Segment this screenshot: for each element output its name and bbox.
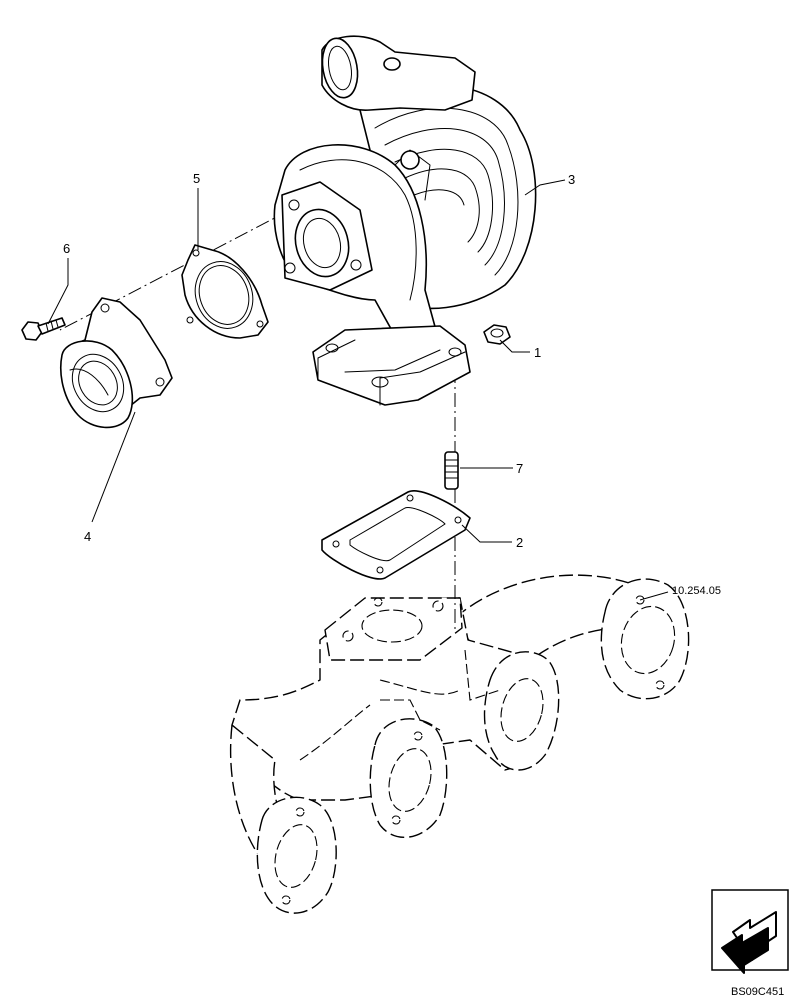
- stud: [444, 451, 459, 490]
- arrow-down-left-icon[interactable]: [711, 889, 789, 974]
- callout-7: 7: [516, 461, 523, 476]
- turbocharger-assembly: [273, 35, 537, 406]
- callout-3: 3: [568, 172, 575, 187]
- callout-2: 2: [516, 535, 523, 550]
- exhaust-manifold-phantom: [229, 574, 690, 914]
- flange-bolt: [21, 317, 66, 341]
- callout-4: 4: [84, 529, 91, 544]
- exhaust-elbow: [59, 297, 173, 429]
- nut: [483, 324, 511, 345]
- manifold-gasket: [321, 490, 471, 580]
- reference-code: 10.254.05: [672, 585, 721, 597]
- leader-lines: [47, 179, 669, 601]
- figure-code: BS09C451: [731, 986, 784, 998]
- turbo-flange-gasket: [181, 244, 269, 339]
- callout-5: 5: [193, 171, 200, 186]
- callout-6: 6: [63, 241, 70, 256]
- callout-labels: 1 2 3 4 5 6 7 10.254.05: [63, 171, 721, 597]
- callout-1: 1: [534, 345, 541, 360]
